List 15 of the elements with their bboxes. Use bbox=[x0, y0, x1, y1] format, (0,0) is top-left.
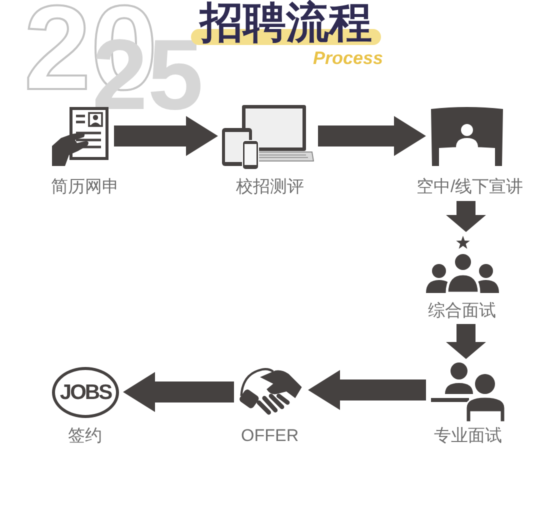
arrow bbox=[318, 116, 426, 156]
oval-stamp: JOBS bbox=[52, 367, 119, 418]
step-label: 校招测评 bbox=[236, 177, 304, 197]
step-label: 空中/线下宣讲 bbox=[416, 177, 524, 197]
step-label: OFFER bbox=[241, 426, 299, 446]
arrow bbox=[123, 372, 234, 412]
arrow bbox=[308, 370, 426, 410]
step-label: 简历网申 bbox=[51, 177, 119, 197]
step-label: 综合面试 bbox=[428, 301, 496, 321]
subtitle: Process bbox=[313, 47, 384, 69]
arrow bbox=[114, 116, 218, 156]
arrow bbox=[446, 201, 486, 232]
arrow bbox=[446, 324, 486, 359]
step-label: 签约 bbox=[68, 426, 102, 446]
step-label: 专业面试 bbox=[434, 426, 502, 446]
